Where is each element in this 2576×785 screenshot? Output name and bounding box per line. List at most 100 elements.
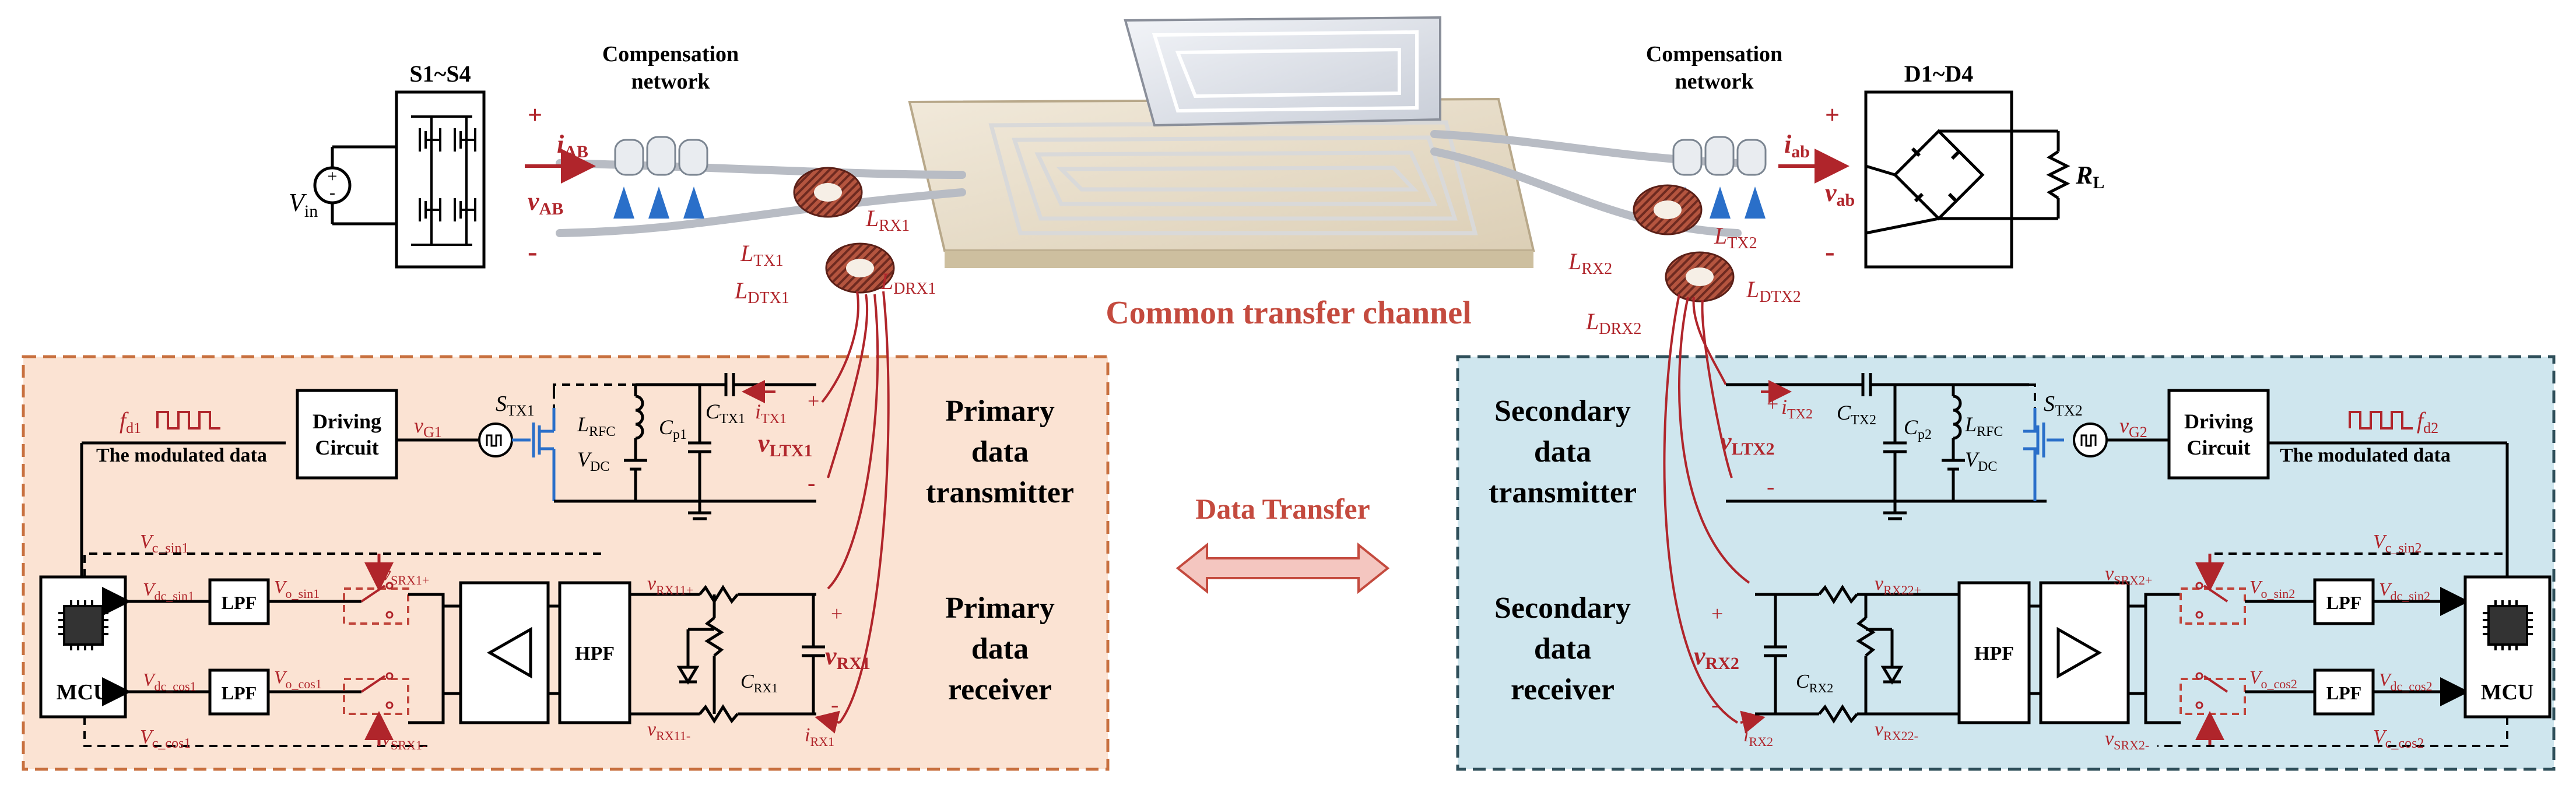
vab-lower-plus: + <box>1825 101 1840 129</box>
secondary-ctx-label: CTX2 <box>1837 401 1876 428</box>
vab-minus: - <box>528 235 538 267</box>
ldrx2-label: LDRX2 <box>1585 308 1641 338</box>
primary-irx-label: iRX1 <box>805 724 834 749</box>
primary-vltx-plus: + <box>808 389 819 413</box>
s1s4-label: S1~S4 <box>409 61 471 87</box>
comp-left-label-2: network <box>631 69 710 94</box>
toroids-left <box>793 167 895 294</box>
secondary-mcu-box <box>2463 575 2552 719</box>
secondary-amp-symbol <box>2056 626 2103 679</box>
ltx1-label: LTX1 <box>740 240 784 270</box>
rectifier-bridge <box>1865 129 2029 235</box>
secondary-vsrx-m-label: vSRX2- <box>2105 728 2149 752</box>
primary-driving-label-1: Driving <box>313 410 381 433</box>
ldrx1-label: LDRX1 <box>880 268 936 298</box>
lrx1-label: LRX1 <box>865 205 910 235</box>
ldtx2-label: LDTX2 <box>1746 276 1801 306</box>
secondary-vrx-plus: + <box>1711 602 1723 625</box>
primary-vdc-sin-label: Vdc_sin1 <box>143 579 194 603</box>
comp-network-left <box>613 136 708 219</box>
primary-vsrx-p-label: vSRX1+ <box>382 563 429 587</box>
secondary-rx-title-1: Secondary <box>1494 592 1631 625</box>
secondary-driving-label-1: Driving <box>2184 410 2253 433</box>
secondary-rx-network <box>1755 585 1959 724</box>
primary-cp-capacitor <box>688 385 711 520</box>
primary-lpf-sin-box <box>208 578 270 625</box>
secondary-mcu-label: MCU <box>2481 680 2534 705</box>
primary-ctx-label: CTX1 <box>706 400 745 427</box>
secondary-vltx-label: vLTX2 <box>1720 427 1774 459</box>
primary-lpf-sin-label: LPF <box>222 592 257 613</box>
secondary-vdc-label: VDC <box>1965 448 1997 474</box>
data-link-wires-right <box>1663 294 1750 724</box>
primary-vrx-p-label: vRX11+ <box>647 573 693 597</box>
iab-upper-label: iAB <box>557 130 588 161</box>
secondary-vrx-minus: - <box>1711 691 1719 717</box>
secondary-vrx-m-label: vRX22- <box>1875 719 1918 743</box>
primary-rx-network <box>630 585 825 724</box>
comp-left-label-1: Compensation <box>602 42 739 66</box>
vin-source: + - <box>313 145 396 226</box>
secondary-tx-title-3: transmitter <box>1489 476 1637 509</box>
secondary-stx-label: STX2 <box>2044 392 2083 419</box>
primary-itx-label: iTX1 <box>755 400 787 427</box>
primary-driving-box <box>296 389 398 480</box>
primary-vo-cos-label: Vo_cos1 <box>274 667 322 691</box>
secondary-vltx-plus: + <box>1767 392 1778 416</box>
ldtx1-label: LDTX1 <box>734 277 789 307</box>
toroids-right <box>1633 184 1735 302</box>
secondary-ctx-capacitor <box>1854 373 2029 396</box>
primary-vo-sin-label: Vo_sin1 <box>274 576 320 601</box>
secondary-lrfc-inductor <box>1942 385 1965 501</box>
secondary-crx-label: CRX2 <box>1796 671 1833 695</box>
primary-vltx-minus: - <box>808 470 815 496</box>
secondary-lpf-cos-label: LPF <box>2326 682 2361 703</box>
secondary-chip-icon <box>2483 600 2533 650</box>
primary-rx-title-3: receiver <box>948 673 1052 706</box>
rectifier-box <box>1864 90 2013 269</box>
ltx2-label: LTX2 <box>1714 223 1757 252</box>
secondary-irx-label: iRX2 <box>1743 724 1773 749</box>
secondary-irx-arrow <box>1740 710 1766 734</box>
common-channel-label: Common transfer channel <box>1105 295 1471 331</box>
primary-mcu-label: MCU <box>57 680 110 705</box>
primary-modulated-label: The modulated data <box>96 445 267 466</box>
primary-lpf-cos-label: LPF <box>222 682 257 703</box>
primary-vdc-label: VDC <box>577 448 609 474</box>
primary-crx-label: CRX1 <box>740 671 778 695</box>
secondary-amp-box <box>2039 581 2130 724</box>
iab-lower-label: iab <box>1784 130 1810 161</box>
inverter-box <box>395 90 486 269</box>
secondary-vrx-p-label: vRX22+ <box>1875 573 1921 597</box>
primary-vg-label: vG1 <box>414 414 442 441</box>
vab-lower-minus: - <box>1825 235 1835 267</box>
primary-amp-box <box>459 581 550 724</box>
secondary-hpf-box <box>1957 581 2031 724</box>
vab-upper-label: vAB <box>528 187 563 219</box>
primary-lrfc-label: LRFC <box>577 413 615 439</box>
primary-tx-title-3: transmitter <box>926 476 1074 509</box>
primary-vrx-plus: + <box>831 602 843 625</box>
secondary-cp-capacitor <box>1883 385 1907 520</box>
primary-lrfc-inductor <box>624 385 647 501</box>
secondary-vo-cos-label: Vo_cos2 <box>2249 667 2297 691</box>
primary-lpf-cos-box <box>208 668 270 716</box>
charging-pad-top <box>1124 16 1441 127</box>
secondary-tx-title-1: Secondary <box>1494 395 1631 428</box>
primary-vrx-m-label: vRX11- <box>647 719 690 743</box>
primary-vltx-label: vLTX1 <box>758 429 812 460</box>
primary-chip-icon <box>58 600 108 650</box>
primary-vrx-label: vRX1 <box>825 642 871 673</box>
primary-vdc-cos-label: Vdc_cos1 <box>143 669 196 694</box>
secondary-vg-label: vG2 <box>2119 414 2147 441</box>
secondary-lpf-sin-label: LPF <box>2326 592 2361 613</box>
d1d4-label: D1~D4 <box>1904 61 1974 87</box>
data-transfer-label: Data Transfer <box>1195 492 1370 525</box>
primary-hpf-box <box>558 581 631 724</box>
rl-resistor <box>2029 129 2070 220</box>
primary-hpf-label: HPF <box>575 643 615 664</box>
secondary-rx-title-2: data <box>1534 632 1591 666</box>
primary-rx-title-1: Primary <box>945 592 1055 625</box>
secondary-hpf-label: HPF <box>1974 643 2014 664</box>
